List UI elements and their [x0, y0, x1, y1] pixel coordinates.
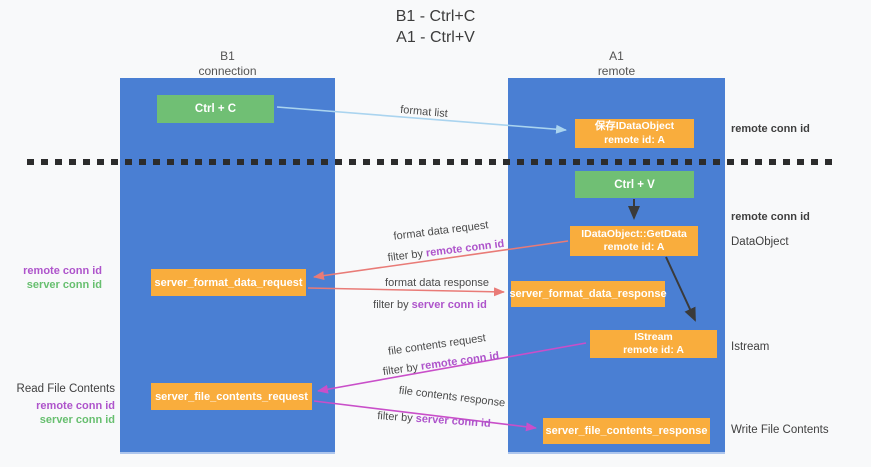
ctrl-v-node: Ctrl + V — [575, 171, 694, 198]
server-conn-id-text: server conn id — [411, 299, 487, 311]
save-dataobject-node: 保存IDataObject remote id: A — [575, 119, 694, 148]
left-conn-id-block-1: remote conn id server conn id — [23, 265, 102, 293]
b1-column-role: connection — [198, 64, 257, 78]
left-remote-conn-id-label: remote conn id — [23, 265, 102, 277]
b1-column-name: B1 — [220, 49, 235, 63]
b1-column-header: B1 connection — [120, 49, 335, 79]
remote-conn-id-text: remote conn id — [420, 349, 500, 373]
right-remote-conn-id-top-label: remote conn id — [731, 123, 810, 135]
right-remote-conn-id-mid-label: remote conn id — [731, 211, 810, 223]
a1-column-name: A1 — [609, 49, 624, 63]
istream-line1: IStream — [634, 330, 673, 343]
file-contents-response-label: file contents response — [398, 384, 506, 410]
filter-by-text: filter by — [387, 247, 424, 265]
istream-node: IStream remote id: A — [590, 330, 717, 358]
remote-conn-id-text: remote conn id — [425, 237, 505, 260]
filter-by-text: filter by — [382, 361, 419, 379]
server-file-contents-response-node: server_file_contents_response — [543, 418, 710, 444]
filter-by-text: filter by — [376, 410, 414, 425]
write-file-contents-label: Write File Contents — [731, 424, 829, 436]
left-server-conn-id-label: server conn id — [26, 278, 102, 291]
save-dataobject-line2: remote id: A — [604, 133, 665, 146]
getdata-node: IDataObject::GetData remote id: A — [570, 226, 698, 256]
istream-label: Istream — [731, 341, 770, 353]
server-format-data-response-node: server_format_data_response — [509, 281, 667, 307]
read-file-contents-label: Read File Contents — [16, 383, 115, 395]
left-server-conn-id-2-label: server conn id — [39, 413, 115, 426]
format-list-label: format list — [399, 103, 449, 121]
page-title: B1 - Ctrl+C A1 - Ctrl+V — [0, 7, 871, 49]
page-title-line1: B1 - Ctrl+C — [395, 8, 476, 25]
server-file-contents-request-node: server_file_contents_request — [151, 383, 312, 410]
format-data-request-label: format data request — [392, 219, 490, 243]
session-separator-dashed-line — [27, 159, 834, 165]
page-title-line2: A1 - Ctrl+V — [396, 28, 475, 46]
a1-column-role: remote — [597, 64, 636, 78]
format-data-response-label: format data response — [385, 277, 489, 289]
ctrl-c-node: Ctrl + C — [157, 95, 274, 123]
istream-line2: remote id: A — [623, 344, 684, 356]
save-dataobject-line1: 保存IDataObject — [594, 120, 675, 133]
filter-by-text: filter by — [373, 299, 409, 311]
server-conn-id-text: server conn id — [415, 412, 492, 430]
a1-column-header: A1 remote — [508, 49, 725, 79]
getdata-line2: remote id: A — [603, 241, 665, 253]
dataobject-label: DataObject — [731, 236, 789, 248]
left-conn-id-block-2: remote conn id server conn id — [36, 400, 115, 428]
getdata-line1: IDataObject::GetData — [581, 227, 687, 240]
server-format-data-request-node: server_format_data_request — [151, 269, 306, 296]
left-remote-conn-id-2-label: remote conn id — [36, 400, 115, 412]
